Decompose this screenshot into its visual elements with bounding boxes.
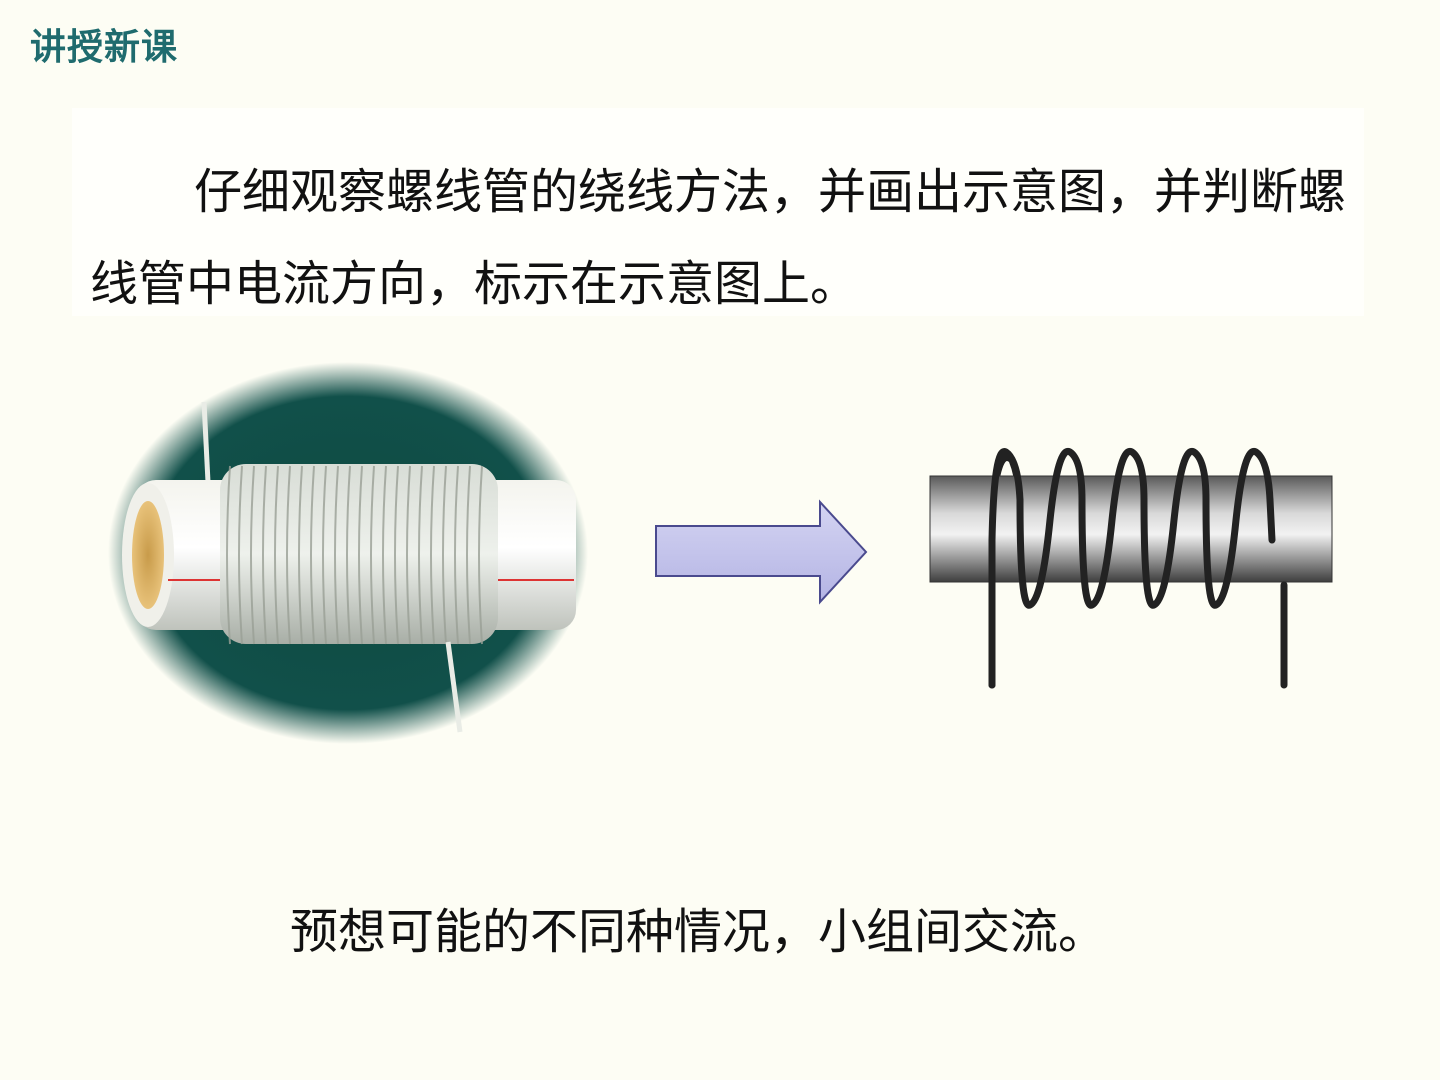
right-arrow-icon [655,499,868,605]
section-title: 讲授新课 [30,27,179,68]
bottom-text: 预想可能的不同种情况，小组间交流。 [290,904,1107,960]
prompt-text: 仔细观察螺线管的绕线方法，并画出示意图，并判断螺线管中电流方向，标示在示意图上。 [90,164,1347,312]
prompt-box: 仔细观察螺线管的绕线方法，并画出示意图，并判断螺线管中电流方向，标示在示意图上。 [72,108,1364,316]
solenoid-diagram [929,447,1333,689]
solenoid-photo [108,362,588,744]
